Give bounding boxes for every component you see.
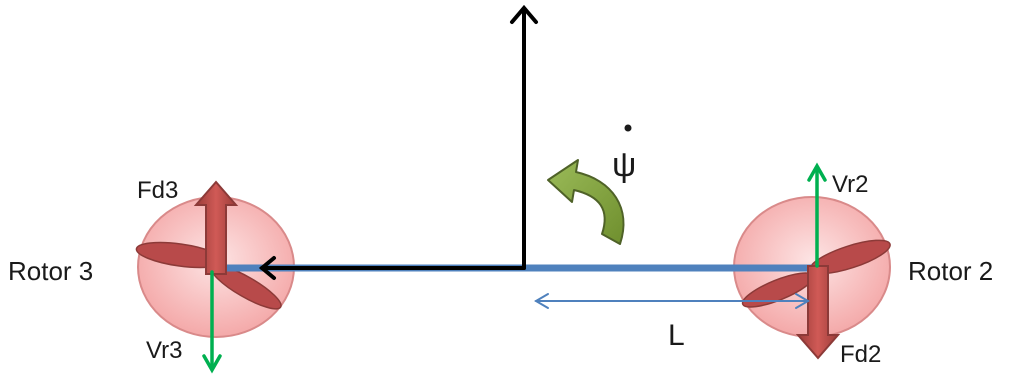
yaw-rate-curved-arrow (547, 159, 625, 245)
drag-force-3-label: Fd3 (137, 177, 178, 204)
rotor-3-label: Rotor 3 (8, 256, 93, 286)
body-axis-vertical (510, 4, 538, 270)
velocity-2-arrow (807, 162, 827, 268)
length-label: L (668, 319, 685, 352)
drag-force-3-arrow (193, 180, 239, 275)
rotor-2-label: Rotor 2 (908, 256, 993, 286)
drag-force-2-arrow (795, 265, 841, 360)
drag-force-2-label: Fd2 (840, 341, 881, 368)
velocity-3-label: Vr3 (146, 337, 182, 364)
velocity-3-arrow (202, 270, 222, 374)
body-axis-horizontal (258, 256, 526, 280)
yaw-rate-label: ψ (612, 146, 636, 184)
length-dimension-arrow (534, 293, 810, 309)
yaw-rate-dot (624, 124, 632, 132)
velocity-2-label: Vr2 (832, 171, 868, 198)
